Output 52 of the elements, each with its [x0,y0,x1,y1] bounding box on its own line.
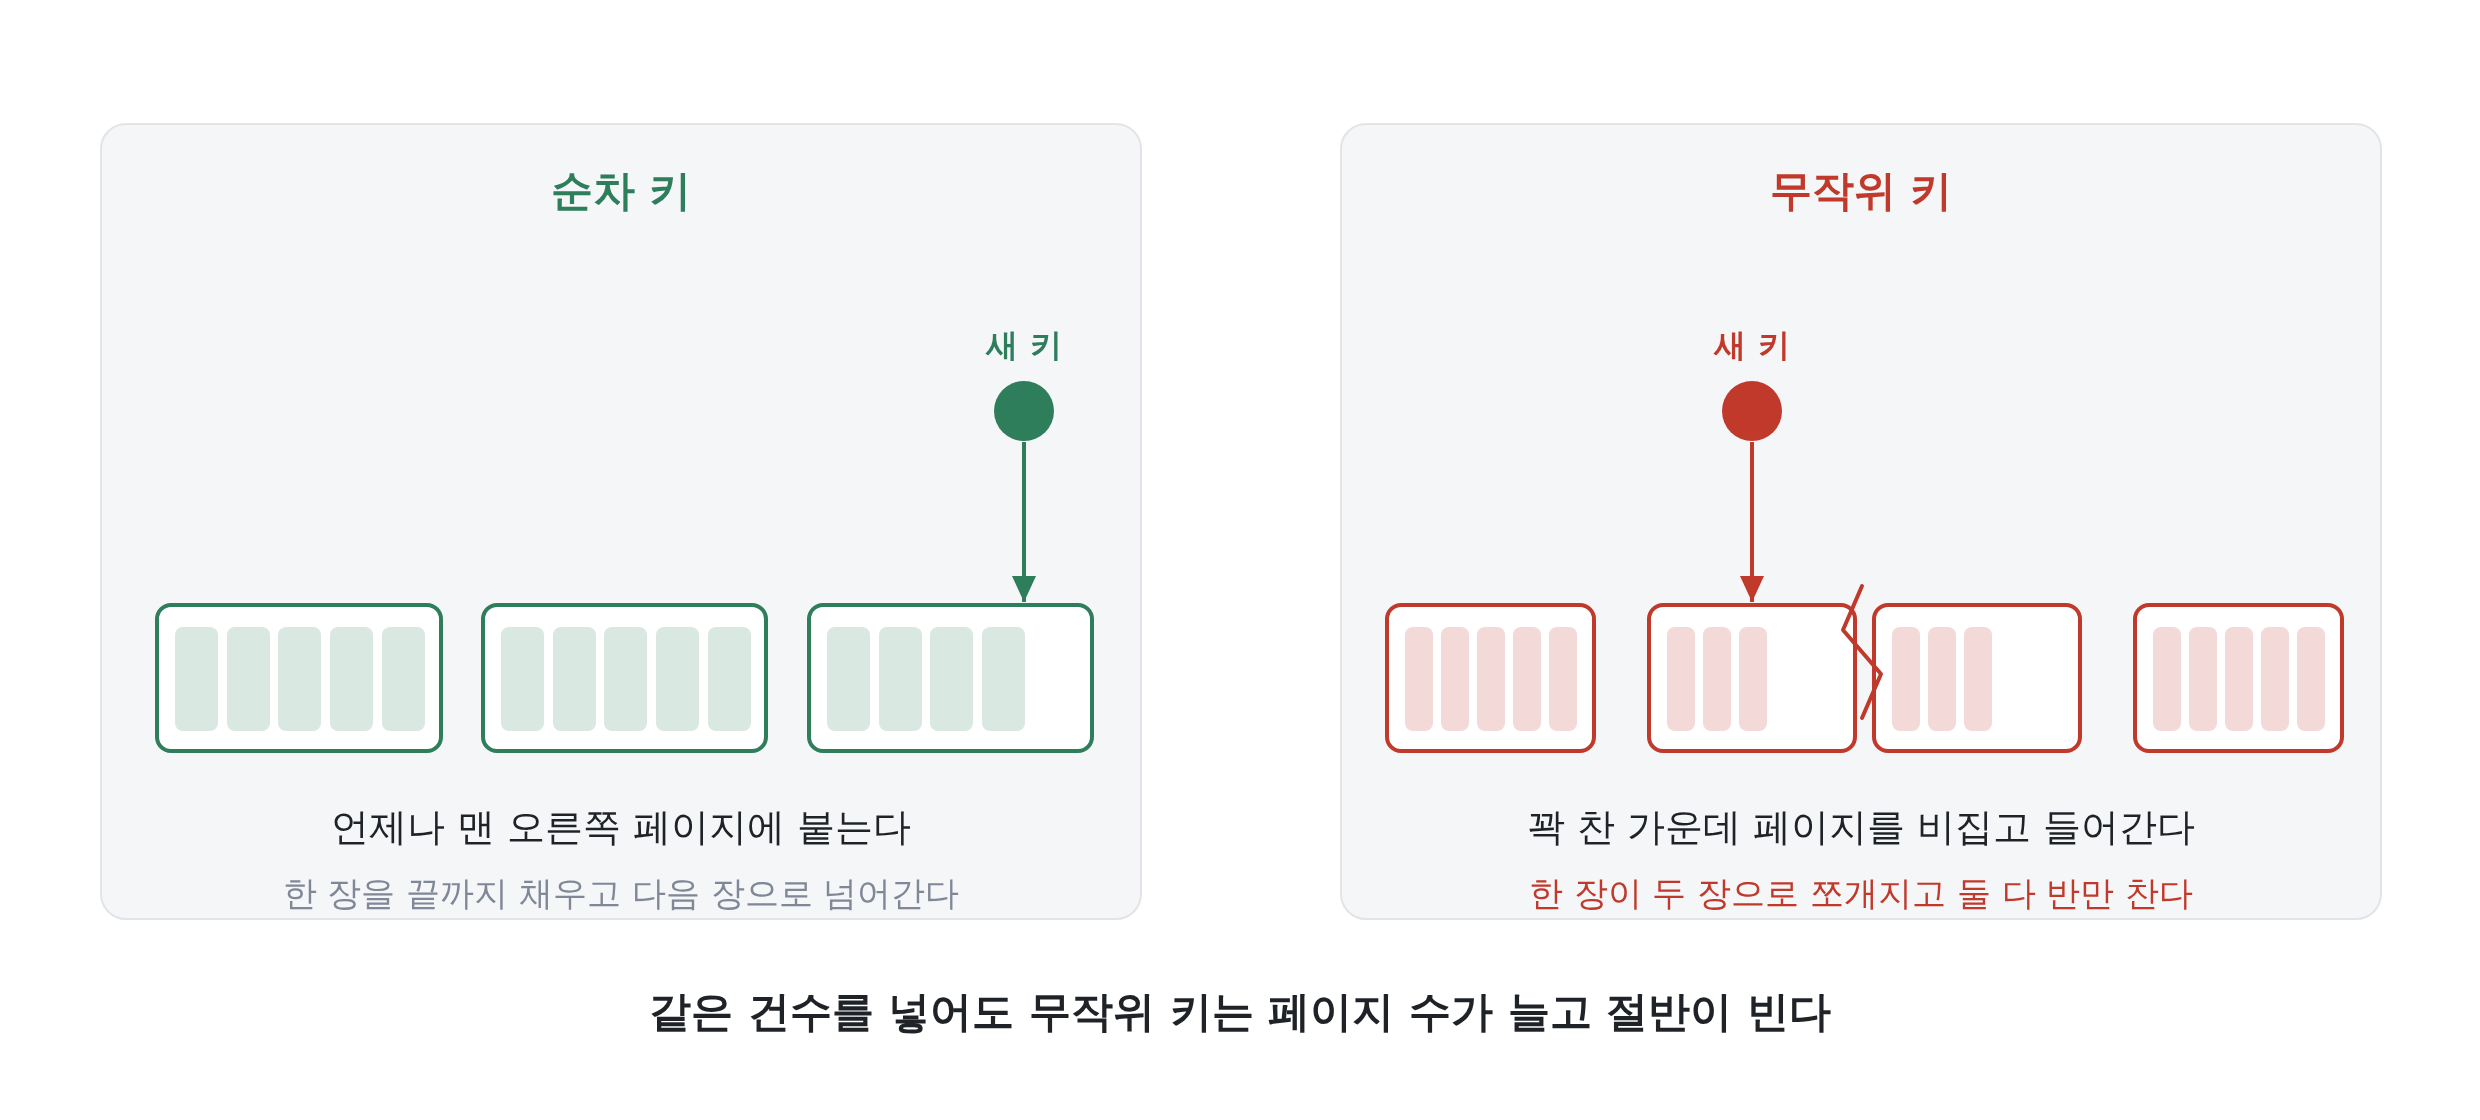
record-slot [1892,627,1920,731]
page-box [807,603,1094,753]
panel-card [1340,123,2382,920]
record-slot [604,627,648,731]
panel-title: 순차 키 [550,164,692,217]
record-slot [1667,627,1695,731]
panel-note: 한 장을 끝까지 채우고 다음 장으로 넘어간다 [282,871,960,915]
record-slot [656,627,700,731]
panel-description: 언제나 맨 오른쪽 페이지에 붙는다 [330,804,912,852]
record-slot [1513,627,1541,731]
record-slot [330,627,374,731]
arrow [1012,442,1036,602]
record-slot [1477,627,1505,731]
record-slot [2297,627,2325,731]
record-slot [930,627,974,731]
record-slot [226,627,270,731]
page-box [481,603,768,753]
page-box [1647,603,1857,753]
record-slot [982,627,1026,731]
page-box [1385,603,1596,753]
panel-card [100,123,1142,920]
record-slot [552,627,596,731]
panel-description: 꽉 찬 가운데 페이지를 비집고 들어간다 [1526,804,2196,852]
key-label: 새 키 [986,325,1062,365]
arrow [1740,442,1764,602]
page-box [2133,603,2344,753]
key-label: 새 키 [1714,325,1790,365]
record-slot [1703,627,1731,731]
record-slot [1928,627,1956,731]
record-slot [381,627,425,731]
dot-icon [1722,381,1782,441]
record-slot [175,627,218,731]
panel-title: 무작위 키 [1769,164,1953,217]
record-slot [1964,627,1992,731]
record-slot [1739,627,1767,731]
panel-note: 한 장이 두 장으로 쪼개지고 둘 다 반만 찬다 [1528,871,2194,915]
record-slot [1441,627,1469,731]
record-slot [827,627,870,731]
record-slot [2189,627,2217,731]
record-slot [707,627,751,731]
page-box [1872,603,2082,753]
record-slot [501,627,544,731]
record-slot [278,627,322,731]
record-slot [2261,627,2289,731]
record-slot [2153,627,2181,731]
record-slot [1405,627,1433,731]
page-box [155,603,443,753]
record-slot [2225,627,2253,731]
record-slot [1549,627,1577,731]
caption: 같은 건수를 넣어도 무작위 키는 페이지 수가 늘고 절반이 빈다 [649,985,1831,1038]
dot-icon [994,381,1054,441]
record-slot [878,627,922,731]
